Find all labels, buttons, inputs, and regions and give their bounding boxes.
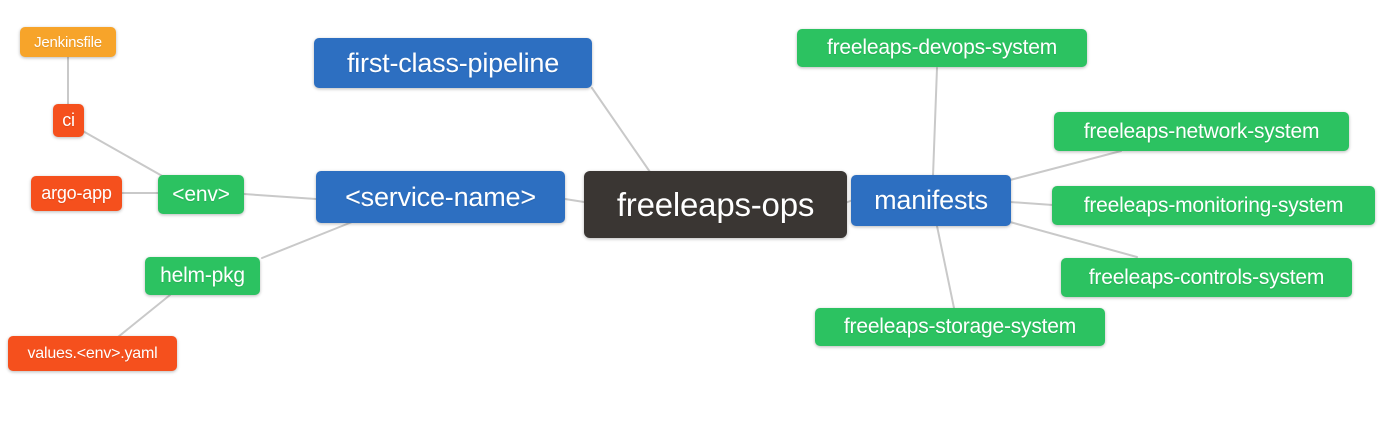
node-argo-app[interactable]: argo-app: [31, 176, 122, 211]
node-helm-pkg[interactable]: helm-pkg: [145, 257, 260, 295]
node-values-env-yaml[interactable]: values.<env>.yaml: [8, 336, 177, 371]
edge-freeleaps-ops-service-name: [564, 198, 585, 203]
edge-manifests-freeleaps-storage-system: [936, 225, 955, 309]
edge-helm-pkg-values-env-yaml: [117, 294, 171, 338]
node-ci[interactable]: ci: [53, 104, 84, 137]
edge-manifests-freeleaps-devops-system: [932, 67, 938, 177]
node-service-name[interactable]: <service-name>: [316, 171, 565, 223]
node-freeleaps-network-system[interactable]: freeleaps-network-system: [1054, 112, 1349, 151]
edge-manifests-freeleaps-controls-system: [1009, 221, 1138, 258]
node-first-class-pipeline[interactable]: first-class-pipeline: [314, 38, 592, 88]
edge-freeleaps-ops-first-class-pipeline: [591, 87, 651, 173]
node-manifests[interactable]: manifests: [851, 175, 1011, 226]
edge-service-name-env: [243, 193, 317, 200]
edge-service-name-helm-pkg: [261, 221, 353, 259]
node-freeleaps-devops-system[interactable]: freeleaps-devops-system: [797, 29, 1087, 67]
edge-env-ci: [80, 129, 165, 178]
node-env[interactable]: <env>: [158, 175, 244, 214]
node-jenkinsfile[interactable]: Jenkinsfile: [20, 27, 116, 57]
node-freeleaps-monitoring-system[interactable]: freeleaps-monitoring-system: [1052, 186, 1375, 225]
edge-manifests-freeleaps-network-system: [1009, 150, 1122, 181]
edge-manifests-freeleaps-monitoring-system: [1009, 201, 1054, 206]
node-freeleaps-ops[interactable]: freeleaps-ops: [584, 171, 847, 238]
node-freeleaps-controls-system[interactable]: freeleaps-controls-system: [1061, 258, 1352, 297]
node-freeleaps-storage-system[interactable]: freeleaps-storage-system: [815, 308, 1105, 346]
